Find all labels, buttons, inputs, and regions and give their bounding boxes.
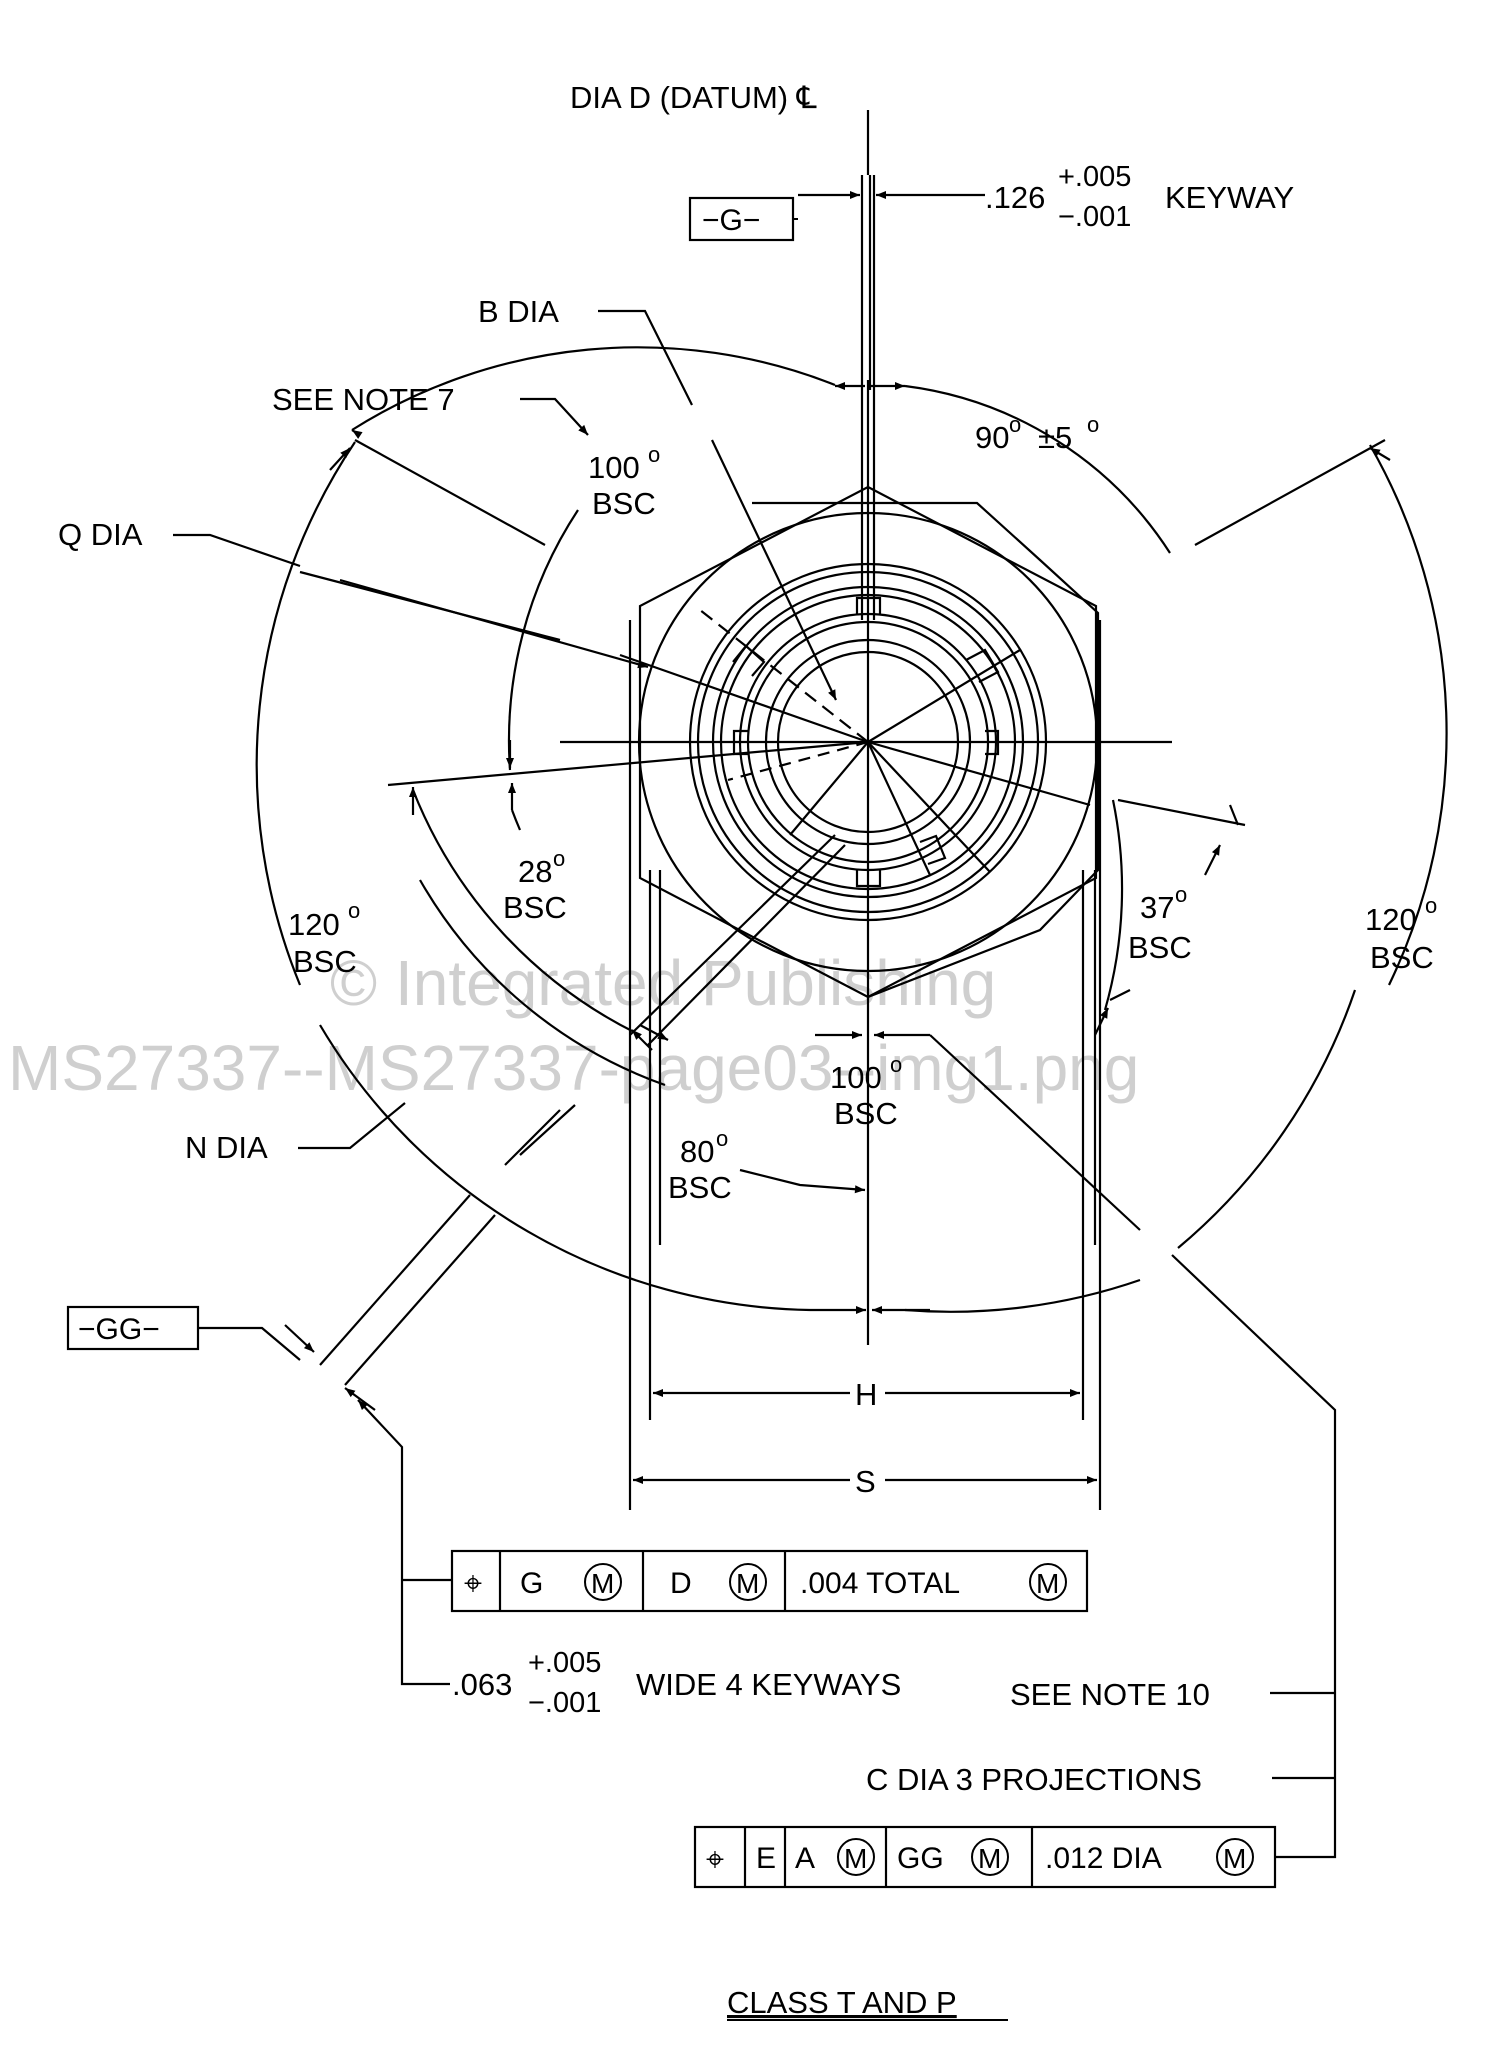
svg-text:−GG−: −GG−: [78, 1313, 160, 1346]
svg-text:o: o: [1087, 412, 1099, 437]
angle-100-bottom-bsc: BSC: [834, 1096, 898, 1131]
svg-text:o: o: [890, 1052, 902, 1077]
labels: DIA D (DATUM) ℄ .126 +.005 −.001 KEYWAY …: [58, 80, 1437, 2021]
dimension-h: H: [855, 1377, 877, 1412]
connector-face-geometry: [560, 110, 1172, 1345]
svg-text:o: o: [1009, 412, 1021, 437]
feature-control-frame-1: ⌖ G M D M .004 TOTAL M: [450, 1549, 1089, 1613]
angle-28-bsc: BSC: [503, 890, 567, 925]
watermark-line-1: © Integrated Publishing: [330, 947, 996, 1019]
angle-90-tolerance: ±5: [1038, 420, 1072, 455]
angle-100-top-bsc: BSC: [592, 486, 656, 521]
svg-text:o: o: [1425, 893, 1437, 918]
angle-80: 80: [680, 1134, 714, 1169]
position-symbol-2: ⌖: [706, 1841, 724, 1877]
fcf1-mmc-3: M: [1036, 1568, 1059, 1599]
datum-box-g: −G−: [688, 196, 795, 242]
svg-text:−G−: −G−: [702, 204, 760, 237]
fcf1-tolerance: .004 TOTAL: [800, 1567, 960, 1600]
svg-text:o: o: [648, 442, 660, 467]
fcf2-mmc-2: M: [978, 1843, 1001, 1874]
svg-text:o: o: [553, 846, 565, 871]
angle-37: 37: [1140, 890, 1174, 925]
angle-37-bsc: BSC: [1128, 930, 1192, 965]
keyways-label: WIDE 4 KEYWAYS: [636, 1667, 901, 1702]
svg-text:o: o: [1175, 882, 1187, 907]
keyway-plus-tol: +.005: [1058, 161, 1131, 193]
projection-2: [732, 644, 766, 677]
flange-outline: [752, 501, 1100, 999]
projection-1: [965, 648, 1000, 683]
projection-3: [919, 834, 947, 866]
svg-text:o: o: [716, 1126, 728, 1151]
angle-90: 90: [975, 420, 1009, 455]
fcf2-datum-gg: GG: [897, 1842, 944, 1875]
watermark-line-2: MS27337--MS27337-page03--img1.png: [8, 1032, 1139, 1104]
see-note-10-label: SEE NOTE 10: [1010, 1677, 1210, 1712]
fcf1-datum-g: G: [520, 1567, 543, 1600]
fcf2-mmc-3: M: [1223, 1843, 1246, 1874]
fcf2-datum-e: E: [756, 1842, 776, 1875]
keyway-minus-tol: −.001: [1058, 201, 1131, 233]
keyways-plus-tol: +.005: [528, 1647, 601, 1679]
fcf1-mmc-2: M: [736, 1568, 759, 1599]
dia-d-datum-label: DIA D (DATUM) ℄: [570, 80, 817, 115]
dimension-s: S: [855, 1464, 876, 1499]
drawing-title: CLASS T AND P: [727, 1985, 957, 2020]
angle-120-right-bsc: BSC: [1370, 940, 1434, 975]
n-dia-label: N DIA: [185, 1130, 268, 1165]
position-symbol: ⌖: [464, 1565, 482, 1601]
dimension-lines: [173, 191, 1448, 1859]
angle-120-right: 120: [1365, 902, 1417, 937]
angle-28: 28: [518, 854, 552, 889]
fcf2-mmc-1: M: [844, 1843, 867, 1874]
b-dia-label: B DIA: [478, 294, 559, 329]
fcf1-datum-d: D: [670, 1567, 692, 1600]
q-dia-label: Q DIA: [58, 517, 143, 552]
angle-120-left-bsc: BSC: [293, 944, 357, 979]
datum-box-gg: −GG−: [66, 1305, 200, 1351]
watermark: © Integrated Publishing MS27337--MS27337…: [8, 947, 1139, 1104]
keyways-nominal: .063: [452, 1667, 512, 1702]
keyway-nominal: .126: [985, 180, 1045, 215]
fcf1-mmc-1: M: [591, 1568, 614, 1599]
angle-80-bsc: BSC: [668, 1170, 732, 1205]
fcf2-tolerance: .012 DIA: [1045, 1842, 1162, 1875]
angle-100-top: 100: [588, 450, 640, 485]
c-dia-projections-label: C DIA 3 PROJECTIONS: [866, 1762, 1202, 1797]
keyway-label: KEYWAY: [1165, 180, 1294, 215]
svg-text:o: o: [348, 898, 360, 923]
see-note-7-label: SEE NOTE 7: [272, 382, 455, 417]
angle-100-bottom: 100: [830, 1060, 882, 1095]
feature-control-frame-2: ⌖ E A M GG M .012 DIA M: [693, 1825, 1277, 1889]
angle-120-left: 120: [288, 907, 340, 942]
fcf2-datum-a: A: [795, 1842, 815, 1875]
keyways-minus-tol: −.001: [528, 1687, 601, 1719]
